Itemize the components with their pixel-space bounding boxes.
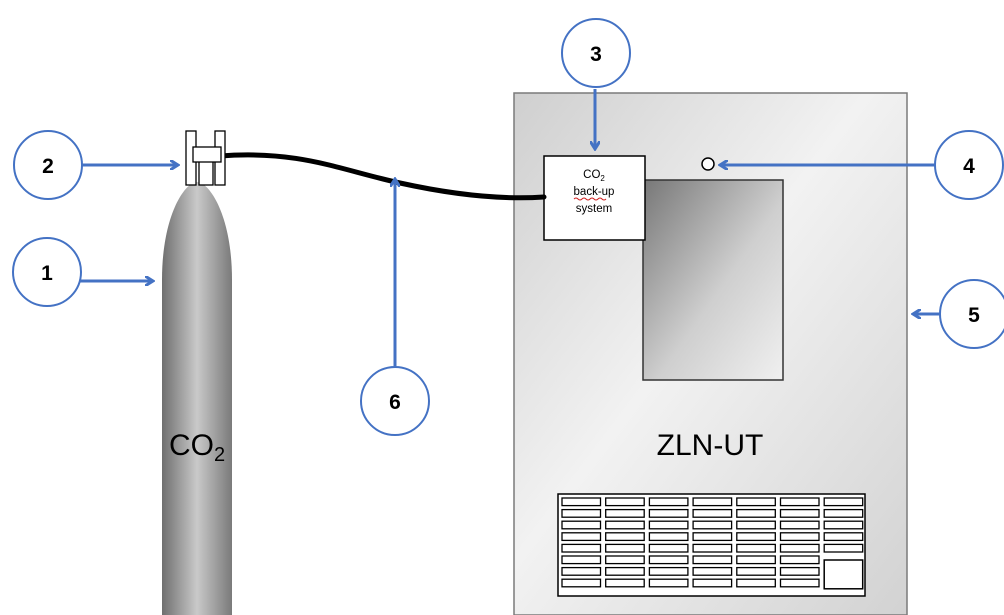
grille-slot: [779, 566, 820, 576]
grille-slot: [692, 566, 733, 576]
grille-slot: [605, 566, 645, 576]
incubator-label: ZLN-UT: [657, 429, 764, 462]
backup-system-box: CO2 back-up system: [543, 155, 646, 241]
grille-slot: [736, 520, 776, 530]
callout-4: 4: [934, 130, 1004, 200]
grille-slot: [779, 555, 820, 565]
grille-slot: [823, 508, 864, 518]
backup-line3: system: [576, 203, 612, 215]
backup-line1: CO2: [583, 169, 605, 183]
spellcheck-squiggle: [573, 197, 607, 201]
incubator: ZLN-UT: [513, 92, 908, 615]
grille-slot: [648, 497, 689, 507]
grille-slot: [779, 543, 820, 553]
grille-slot: [692, 508, 733, 518]
grille-slot: [605, 555, 645, 565]
grille-slot: [779, 508, 820, 518]
grille-slot: [692, 578, 733, 588]
grille-slot: [561, 497, 602, 507]
grille-slot: [561, 520, 602, 530]
callout-1-label: 1: [41, 262, 53, 285]
callout-6: 6: [360, 366, 430, 436]
grille-slot: [648, 555, 689, 565]
grille-slot: [561, 508, 602, 518]
grille-slot: [561, 543, 602, 553]
callout-2: 2: [13, 130, 83, 200]
grille-slot: [605, 497, 645, 507]
callout-4-label: 4: [963, 155, 975, 178]
cylinder-label: CO2: [169, 429, 225, 466]
backup-line2: back-up: [574, 186, 615, 198]
indicator-light: [701, 157, 715, 171]
grille-slot: [648, 578, 689, 588]
callout-3-label: 3: [590, 43, 602, 66]
grille-hatch: [823, 559, 864, 590]
grille-slot: [692, 543, 733, 553]
grille-slot: [736, 578, 776, 588]
callout-2-label: 2: [42, 155, 54, 178]
grille-slot: [823, 543, 864, 553]
grille-slot: [736, 555, 776, 565]
grille-slot: [605, 520, 645, 530]
grille-slot: [692, 555, 733, 565]
grille-slot: [561, 578, 602, 588]
grille-slot: [605, 543, 645, 553]
grille-slot: [779, 520, 820, 530]
grille-slot: [736, 532, 776, 542]
callout-3: 3: [561, 18, 631, 88]
grille-slot: [648, 532, 689, 542]
incubator-window: [642, 179, 784, 381]
callout-6-label: 6: [389, 391, 401, 414]
grille-slot: [561, 555, 602, 565]
grille-slot: [692, 520, 733, 530]
grille-slot: [648, 520, 689, 530]
callouts: 1 2 3 4 5 6: [12, 18, 1004, 436]
grille-slot: [605, 578, 645, 588]
grille-slot: [779, 532, 820, 542]
grille-slot: [648, 508, 689, 518]
callout-5-label: 5: [968, 304, 980, 327]
grille-slot: [692, 532, 733, 542]
grille-slot: [779, 578, 820, 588]
grille-slot: [823, 520, 864, 530]
callout-1: 1: [12, 237, 82, 307]
grille-slot: [736, 497, 776, 507]
grille-slot: [648, 543, 689, 553]
grille-slot: [736, 543, 776, 553]
grille-slot: [692, 497, 733, 507]
grille-slot: [779, 497, 820, 507]
callout-arrows: [79, 89, 940, 366]
grille-slot: [823, 497, 864, 507]
grille-slot: [561, 566, 602, 576]
grille-slot: [605, 532, 645, 542]
grille-slot: [736, 566, 776, 576]
co2-hose: [217, 152, 547, 201]
ventilation-grille: [557, 493, 866, 597]
callout-5: 5: [939, 279, 1004, 349]
cylinder-valve: [185, 130, 226, 186]
grille-slot: [561, 532, 602, 542]
co2-cylinder: CO2: [162, 130, 232, 615]
grille-slot: [605, 508, 645, 518]
grille-slot: [648, 566, 689, 576]
grille-slot: [736, 508, 776, 518]
grille-slot: [823, 532, 864, 542]
